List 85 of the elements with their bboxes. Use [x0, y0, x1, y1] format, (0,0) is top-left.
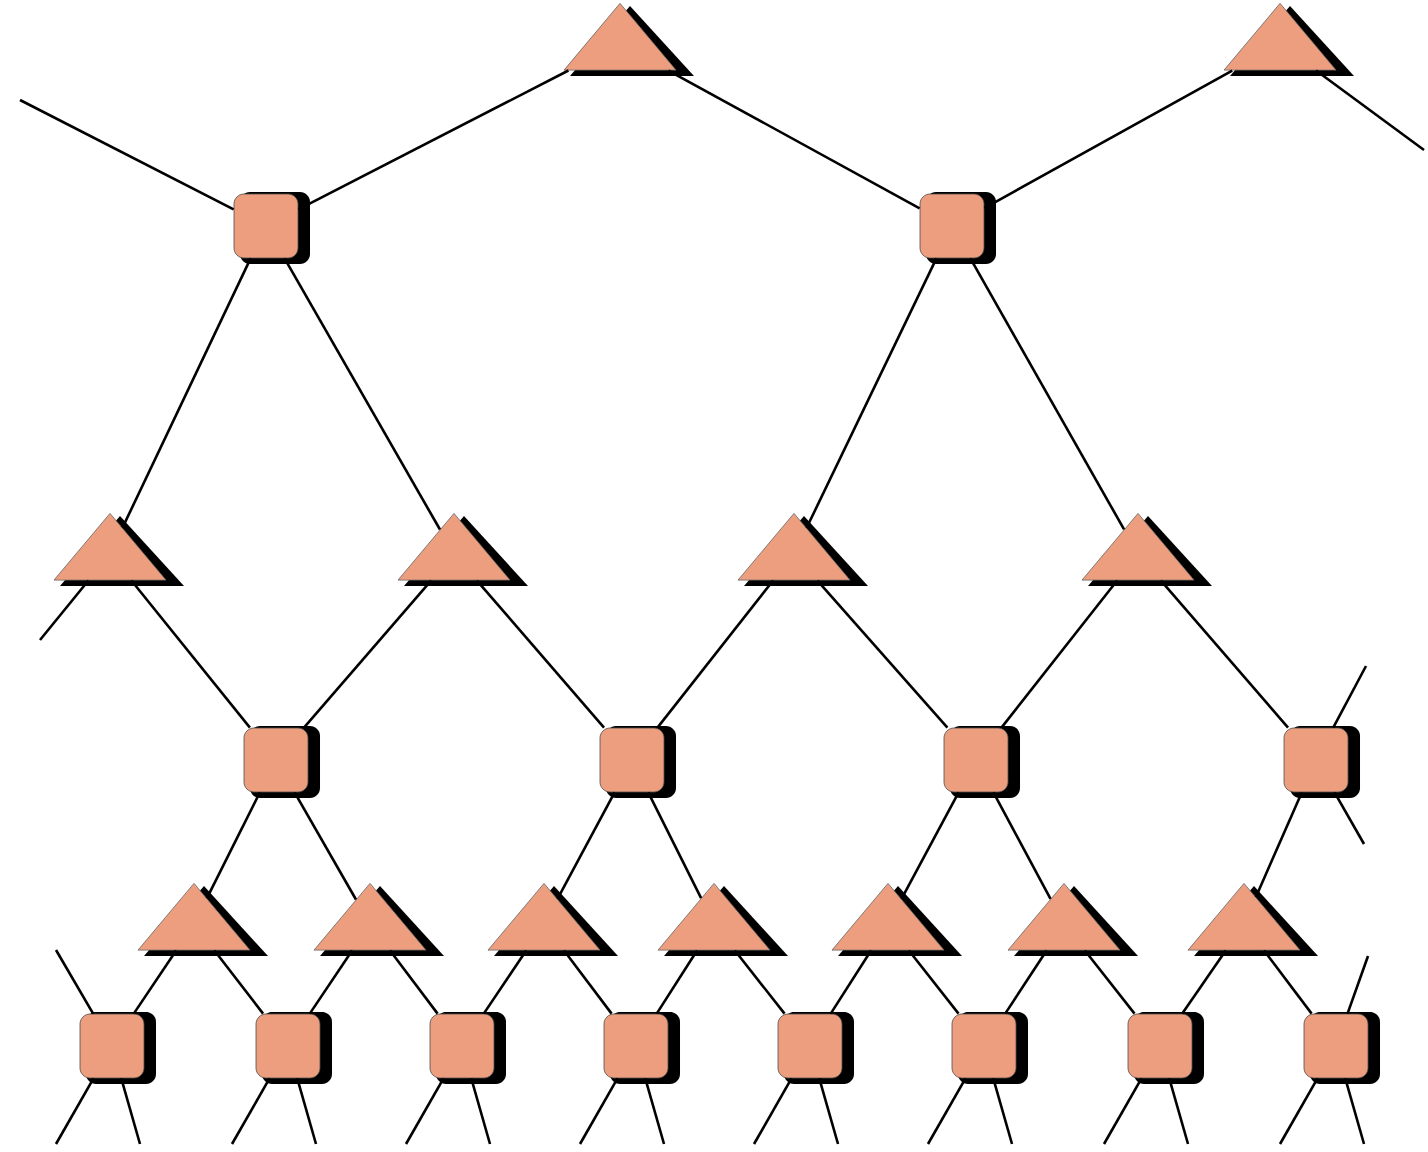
connector-line: [818, 1078, 840, 1145]
connector-line: [470, 1078, 492, 1145]
connector-line: [120, 1078, 142, 1145]
connector-line: [297, 69, 570, 211]
triangle-node: [831, 883, 962, 956]
connector-line: [733, 949, 786, 1015]
connector-line: [308, 949, 354, 1015]
connector-line: [1344, 1078, 1366, 1145]
square-node: [1127, 1012, 1204, 1084]
connector-line: [1181, 949, 1227, 1015]
connector-line: [283, 257, 442, 531]
connector-line: [213, 949, 265, 1015]
connector-line: [54, 949, 95, 1015]
connector-line: [556, 791, 616, 900]
connector-line: [1102, 1077, 1143, 1145]
square-node: [599, 726, 676, 798]
connector-line: [1168, 1078, 1190, 1145]
triangle-node: [487, 883, 618, 956]
connector-line: [293, 791, 358, 901]
connector-line: [296, 1078, 318, 1145]
connector-line: [1159, 579, 1289, 729]
connector-line: [969, 257, 1126, 531]
square-node: [1283, 726, 1360, 798]
connector-line: [404, 1077, 445, 1145]
square-node: [79, 1012, 156, 1084]
connector-line: [205, 791, 261, 899]
connector-line: [752, 1077, 793, 1145]
connector-line: [907, 949, 960, 1015]
connector-line: [805, 257, 938, 529]
triangle-node: [1007, 883, 1138, 956]
connector-line: [578, 1077, 619, 1145]
square-node: [919, 192, 996, 264]
connector-line: [647, 791, 703, 899]
connector-line: [1083, 949, 1136, 1015]
triangle-node: [313, 883, 444, 956]
connector-line: [54, 1077, 95, 1145]
connector-line: [1262, 949, 1313, 1015]
triangle-node: [1187, 883, 1318, 956]
connector-line: [1332, 665, 1368, 729]
connector-line: [1333, 791, 1366, 845]
connector-line: [667, 69, 921, 210]
connector-line: [303, 579, 433, 729]
triangle-node: [563, 2, 694, 76]
square-node: [777, 1012, 854, 1084]
connector-line: [132, 949, 178, 1015]
connector-line: [1254, 791, 1303, 898]
triangle-node: [737, 513, 868, 586]
connector-line: [1278, 1077, 1319, 1145]
connector-line: [562, 949, 613, 1015]
connector-line: [992, 1078, 1014, 1145]
connector-line: [992, 791, 1052, 900]
square-node: [429, 1012, 506, 1084]
connector-line: [816, 579, 949, 729]
connector-line: [829, 949, 873, 1015]
triangle-node: [1223, 2, 1354, 76]
connector-line: [655, 949, 699, 1015]
connector-line: [482, 949, 528, 1015]
connector-line: [130, 579, 251, 729]
connector-line: [230, 1077, 271, 1145]
triangle-node: [657, 883, 788, 956]
square-node: [255, 1012, 332, 1084]
connector-line: [1004, 949, 1048, 1015]
square-node: [943, 726, 1020, 798]
connector-line: [19, 98, 235, 211]
triangle-node: [397, 513, 528, 586]
connector-line: [1346, 955, 1370, 1015]
square-node: [243, 726, 320, 798]
connector-line: [39, 579, 90, 641]
connector-line: [388, 949, 439, 1015]
square-node: [1303, 1012, 1380, 1084]
connector-line: [644, 1078, 666, 1145]
connector-line: [1315, 69, 1425, 152]
connector-line: [900, 791, 960, 900]
triangle-node: [1081, 513, 1212, 586]
square-node: [603, 1012, 680, 1084]
triangle-node: [137, 883, 268, 956]
connector-line: [475, 579, 605, 729]
square-node: [233, 192, 310, 264]
square-node: [951, 1012, 1028, 1084]
triangle-node: [53, 513, 184, 586]
connector-line: [983, 69, 1233, 210]
connector-line: [121, 257, 252, 529]
connector-line: [656, 579, 775, 729]
connector-line: [1000, 579, 1119, 729]
connector-line: [926, 1077, 967, 1145]
